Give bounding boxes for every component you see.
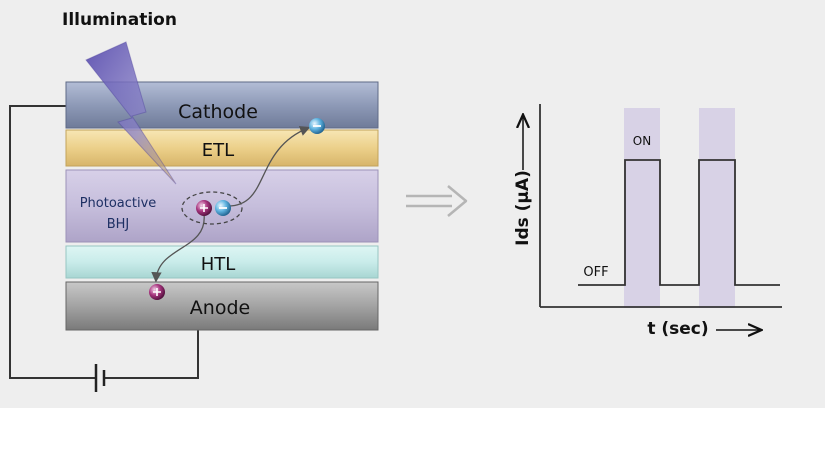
off-label: OFF (583, 265, 608, 280)
on-pulse-band (699, 108, 735, 308)
bhj-label-line2: BHJ (107, 217, 130, 232)
circuit-wire (9, 105, 199, 379)
anode-layer (65, 281, 379, 331)
x-axis-label: t (sec) (647, 319, 708, 339)
double-outline-right-arrow (406, 185, 468, 217)
cathode-layer (65, 81, 379, 129)
hole-plus-icon (196, 200, 212, 216)
hole-plus-icon (149, 284, 165, 300)
on-label: ON (633, 134, 651, 148)
hole-path (151, 213, 205, 283)
htl-label: HTL (201, 254, 236, 275)
etl-layer (65, 129, 379, 167)
anode-label: Anode (190, 297, 250, 319)
battery-symbol (94, 364, 106, 392)
on-pulse-band (624, 108, 660, 308)
etl-label: ETL (202, 140, 234, 161)
current-trace (578, 159, 780, 286)
illumination-label: Illumination (62, 10, 177, 30)
layer-stack (65, 81, 379, 331)
electron-path (227, 126, 311, 207)
electron-minus-icon (309, 118, 325, 134)
htl-layer (65, 245, 379, 279)
current-time-graph: ON OFF Ids (µA) t (sec) (513, 104, 782, 339)
bhj-label-line1: Photoactive (80, 196, 157, 211)
electron-minus-icon (215, 200, 231, 216)
lightning-bolt-icon (85, 41, 177, 185)
y-axis-label: Ids (µA) (513, 170, 533, 246)
cathode-label: Cathode (178, 101, 258, 123)
exciton-ring (181, 191, 243, 225)
